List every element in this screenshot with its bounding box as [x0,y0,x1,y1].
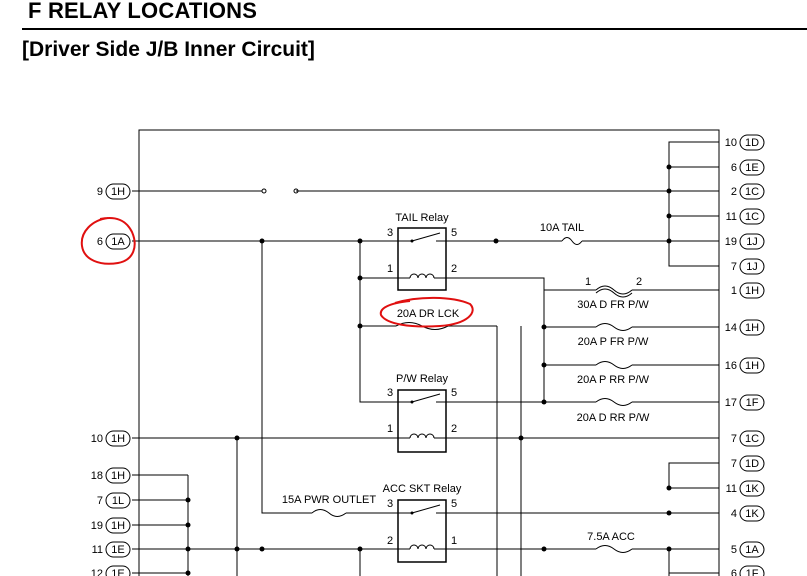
relay-label: ACC SKT Relay [383,483,462,495]
connector-pin-number: 11 [726,211,737,223]
connector-pin-number: 10 [725,137,737,149]
section-title: F RELAY LOCATIONS [28,0,258,23]
connector-id: 1K [745,483,759,495]
fuse-label: 20A D RR P/W [577,412,650,424]
connector-id: 1F [746,568,759,576]
title-rule [22,28,807,30]
connector-pin-number: 9 [97,186,103,198]
connector-pin-number: 7 [731,433,737,445]
fuse-pin-number: 1 [585,276,591,288]
relay-pin-number: 1 [387,263,393,275]
red-circle-annotation-connector [80,217,136,265]
left-connector-pins: 9 1H 6 1A 10 1H 18 1H 7 1L 19 1H 11 1E 1… [91,183,131,576]
red-circle-annotation-fuse [379,296,474,328]
connector-pin-number: 7 [731,458,737,470]
connector-id: 1C [745,433,759,445]
fuse-label: 20A DR LCK [397,308,460,320]
relay-label: P/W Relay [396,373,448,385]
connector-pin-number: 5 [731,544,737,556]
connector-id: 1H [111,470,125,482]
fuse-label: 20A P RR P/W [577,374,650,386]
connector-pin-number: 7 [97,495,103,507]
connector-pin-number: 6 [97,236,103,248]
fuse-label: 15A PWR OUTLET [282,494,376,506]
connector-id: 1D [745,458,759,470]
connector-id: 1A [745,544,759,556]
relay-pin-number: 5 [451,387,457,399]
relay-pin-number: 1 [387,423,393,435]
connector-pin-number: 12 [91,568,103,576]
connector-pin-number: 17 [725,397,737,409]
circuit-wiring [132,141,719,576]
connector-id: 1H [745,360,759,372]
relay-tail [397,227,447,291]
connector-pin-number: 2 [731,186,737,198]
connector-pin-number: 6 [731,162,737,174]
connector-id: 1E [111,568,124,576]
relay-pin-number: 3 [387,387,393,399]
connector-id: 1F [746,397,759,409]
junction-dots [185,164,672,576]
relay-label: TAIL Relay [395,212,449,224]
relay-pin-number: 1 [451,535,457,547]
connector-id: 1H [111,520,125,532]
connector-id: 1A [111,236,125,248]
right-connector-pins: 10 1D 6 1E 2 1C 11 1C 19 1J 7 1J 1 1H 14… [725,134,765,576]
connector-pin-number: 18 [91,470,103,482]
connector-pin-number: 6 [731,568,737,576]
connector-pin-number: 4 [731,508,737,520]
connector-pin-number: 19 [91,520,103,532]
relay-pin-number: 3 [387,227,393,239]
fuse-symbols [311,237,633,553]
connector-id: 1L [112,495,124,507]
connector-pin-number: 11 [726,483,737,495]
connector-id: 1H [745,322,759,334]
connector-pin-number: 11 [92,544,103,556]
fuse-label: 10A TAIL [540,222,584,234]
fuse-pin-number: 2 [636,276,642,288]
connector-id: 1H [745,285,759,297]
relay-pw [397,389,447,453]
diagram-subtitle: [Driver Side J/B Inner Circuit] [22,38,315,61]
junction-block-outline [138,129,720,576]
connector-id: 1H [111,433,125,445]
connector-id: 1E [111,544,124,556]
fuse-label: 30A D FR P/W [577,299,649,311]
connector-pin-number: 16 [725,360,737,372]
connector-id: 1C [745,186,759,198]
connector-pin-number: 19 [725,236,737,248]
fuse-label: 20A P FR P/W [578,336,649,348]
connector-pin-number: 1 [731,285,737,297]
relay-pin-number: 5 [451,498,457,510]
connector-id: 1K [745,508,759,520]
relay-pin-number: 2 [387,535,393,547]
connector-pin-number: 14 [725,322,737,334]
connector-id: 1E [745,162,758,174]
connector-id: 1C [745,211,759,223]
connector-id: 1H [111,186,125,198]
connector-id: 1D [745,137,759,149]
relay-pin-number: 5 [451,227,457,239]
connector-pin-number: 7 [731,261,737,273]
relay-pin-number: 3 [387,498,393,510]
connector-id: 1J [746,236,758,248]
relay-pin-number: 2 [451,263,457,275]
fuse-label: 7.5A ACC [587,531,635,543]
connector-pin-number: 10 [91,433,103,445]
relay-acc-skt [397,499,447,563]
connector-id: 1J [746,261,758,273]
relay-pin-number: 2 [451,423,457,435]
